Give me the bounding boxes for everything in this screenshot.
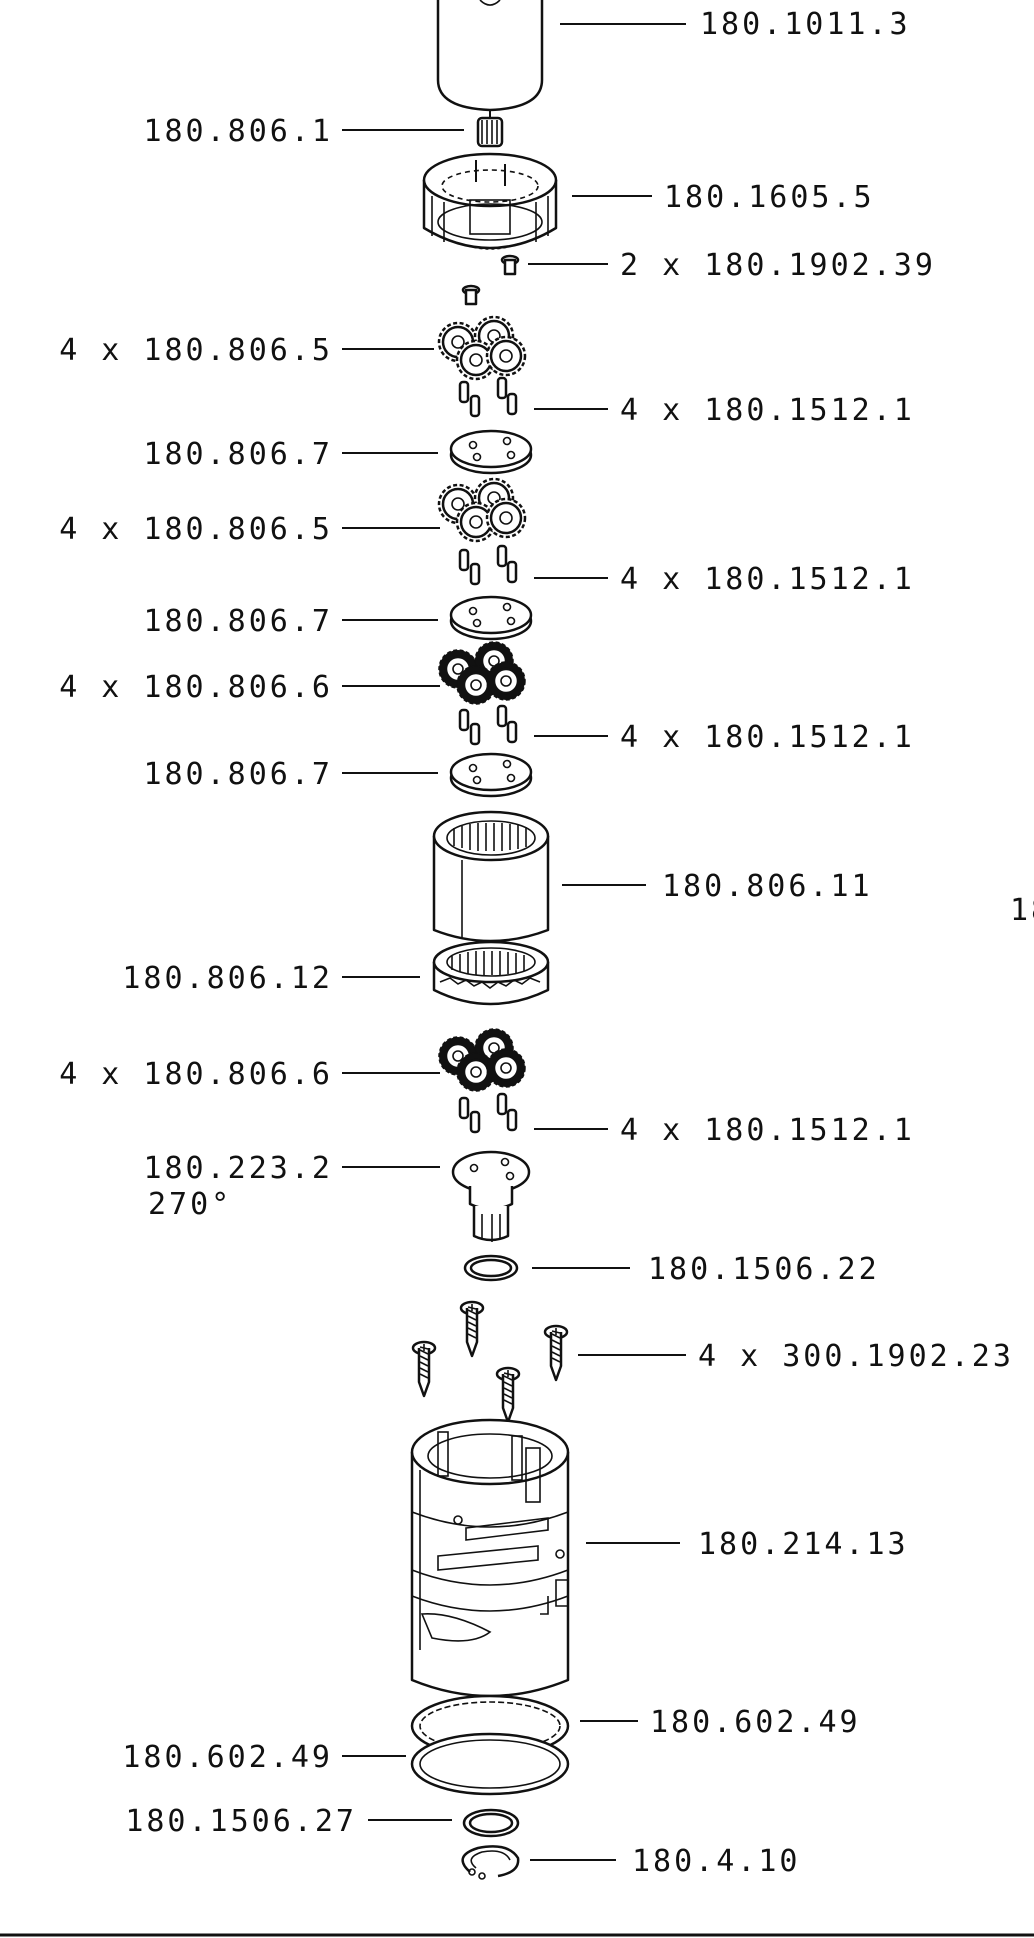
label-motor-flange: 180.1605.5 (664, 180, 875, 215)
label-gears-stage1: 4 x 180.806.5 (59, 333, 333, 368)
label-output-shaft: 180.223.2 (143, 1151, 333, 1186)
housing-part (410, 1418, 570, 1698)
label-seal-left: 180.602.49 (122, 1740, 333, 1775)
gears-stage4-part (437, 1027, 527, 1093)
circlip-part (461, 1845, 520, 1880)
label-output-shaft-angle: 270° (148, 1187, 232, 1222)
pins-stage4-part (458, 1092, 518, 1134)
flange-screws-part (461, 254, 520, 306)
label-gears-stage2: 4 x 180.806.5 (59, 512, 333, 547)
gears-stage1-part (437, 315, 527, 381)
pinion-part (476, 110, 504, 148)
housing-screw-2 (411, 1340, 437, 1398)
label-oring-upper: 180.1506.22 (648, 1252, 880, 1287)
label-housing: 180.214.13 (698, 1527, 909, 1562)
label-oring-lower: 180.1506.27 (125, 1804, 357, 1839)
label-ring-gear: 180.806.11 (662, 869, 873, 904)
output-shaft-part (451, 1150, 531, 1242)
label-housing-screws: 4 x 300.1902.23 (698, 1339, 1014, 1374)
gears-stage3-part (437, 640, 527, 706)
label-pins-stage2: 4 x 180.1512.1 (620, 562, 915, 597)
label-seal-right: 180.602.49 (650, 1705, 861, 1740)
parts-layer (410, 0, 570, 1880)
oring-upper-part (463, 1254, 519, 1282)
carrier-stage2-part (449, 595, 533, 641)
oring-lower-part (462, 1808, 520, 1838)
label-flange-screws: 2 x 180.1902.39 (620, 248, 936, 283)
label-pins-stage3: 4 x 180.1512.1 (620, 720, 915, 755)
label-pinion: 180.806.1 (143, 114, 333, 149)
gears-stage2-part (437, 477, 527, 543)
label-carrier-stage2: 180.806.7 (143, 604, 333, 639)
pins-stage1-part (458, 376, 518, 418)
label-gears-stage3: 4 x 180.806.6 (59, 670, 333, 705)
label-pins-stage1: 4 x 180.1512.1 (620, 393, 915, 428)
label-motor: 180.1011.3 (700, 7, 911, 42)
label-circlip: 180.4.10 (632, 1844, 801, 1879)
label-ring-gear-lower: 180.806.12 (122, 961, 333, 996)
housing-screw-3 (543, 1324, 569, 1382)
label-cut-off-right: 18 (1010, 893, 1034, 928)
ring-gear-lower-part (432, 940, 550, 1006)
housing-screw-1 (459, 1300, 485, 1358)
leader-lines (342, 23, 686, 1861)
label-carrier-stage1: 180.806.7 (143, 437, 333, 472)
housing-screw-4 (495, 1366, 521, 1424)
label-pins-stage4: 4 x 180.1512.1 (620, 1113, 915, 1148)
ring-gear-part (432, 810, 550, 943)
part-labels: 180.1011.3 180.806.1 180.1605.5 2 x 180.… (59, 7, 1034, 1879)
carrier-stage1-part (449, 429, 533, 475)
seal-left-part (410, 1732, 570, 1796)
label-gears-stage4: 4 x 180.806.6 (59, 1057, 333, 1092)
motor-part (436, 0, 544, 112)
motor-flange-part (422, 152, 558, 250)
pins-stage3-part (458, 704, 518, 746)
carrier-stage3-part (449, 752, 533, 798)
label-carrier-stage3: 180.806.7 (143, 757, 333, 792)
pins-stage2-part (458, 544, 518, 586)
